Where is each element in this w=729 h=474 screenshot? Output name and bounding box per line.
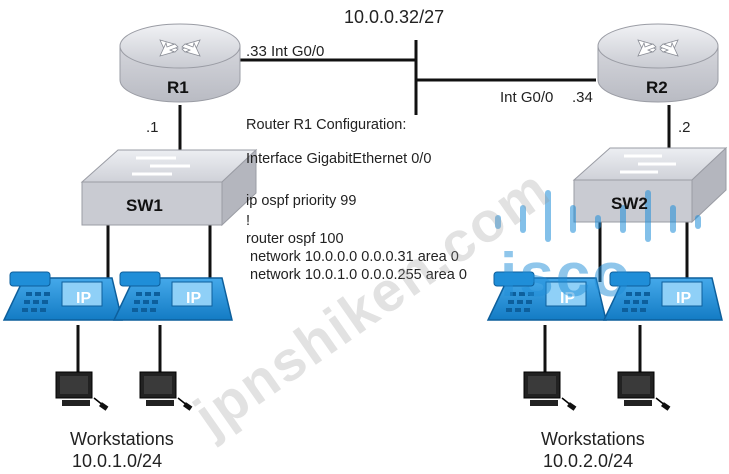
ip-phone-4-badge: IP (676, 290, 692, 307)
router-arrows-icon (637, 39, 679, 57)
config-line: router ospf 100 (246, 231, 344, 247)
config-line: Interface GigabitEthernet 0/0 (246, 151, 432, 167)
workstation-icon (617, 371, 671, 411)
left-workstations-title: Workstations (70, 429, 174, 449)
r2-address-label: .34 (572, 89, 593, 106)
left-workstations-subnet: 10.0.1.0/24 (72, 451, 163, 471)
r2-downlink-label: .2 (678, 119, 691, 136)
router-arrows-icon (159, 39, 201, 57)
watermark-logo-text: isco (500, 241, 633, 310)
workstation-icon (523, 371, 577, 411)
switch-sw2 (572, 146, 728, 224)
watermark-logo-icon (495, 190, 701, 242)
router-r1 (119, 23, 241, 103)
ip-phone-3-badge: IP (560, 290, 576, 307)
router-r2-label: R2 (646, 78, 668, 97)
keypad-icon (132, 292, 160, 312)
links (76, 40, 689, 372)
ip-phone-1-badge: IP (76, 290, 92, 307)
config-line: ! (246, 213, 251, 229)
switch-sw1 (80, 148, 258, 227)
keypad-icon (622, 292, 650, 312)
switch-sw1-label: SW1 (126, 196, 163, 215)
config-line: network 10.0.1.0 0.0.0.255 area 0 (246, 267, 467, 283)
ip-phone-4 (602, 271, 723, 321)
router-r2 (597, 23, 719, 103)
keypad-icon (506, 292, 534, 312)
ip-phone-1 (2, 271, 123, 321)
switch-sw2-label: SW2 (611, 194, 648, 213)
r1-downlink-label: .1 (146, 119, 159, 136)
switch-arrows-icon (620, 154, 676, 174)
router-r1-label: R1 (167, 78, 189, 97)
subnet-label: 10.0.0.32/27 (344, 7, 445, 27)
r1-interface-label: .33 Int G0/0 (246, 43, 325, 60)
switch-arrows-icon (132, 156, 190, 176)
right-workstations-title: Workstations (541, 429, 645, 449)
config-heading: Router R1 Configuration: (246, 117, 407, 133)
workstation-icon (139, 371, 193, 411)
ip-phone-2 (112, 271, 233, 321)
config-line: ip ospf priority 99 (246, 193, 357, 209)
r2-interface-label: Int G0/0 (500, 89, 554, 106)
config-line: network 10.0.0.0 0.0.0.31 area 0 (246, 249, 459, 265)
workstation-icon (55, 371, 109, 411)
right-workstations-subnet: 10.0.2.0/24 (543, 451, 634, 471)
ip-phone-2-badge: IP (186, 290, 202, 307)
keypad-icon (22, 292, 50, 312)
ip-phone-3 (486, 271, 607, 321)
